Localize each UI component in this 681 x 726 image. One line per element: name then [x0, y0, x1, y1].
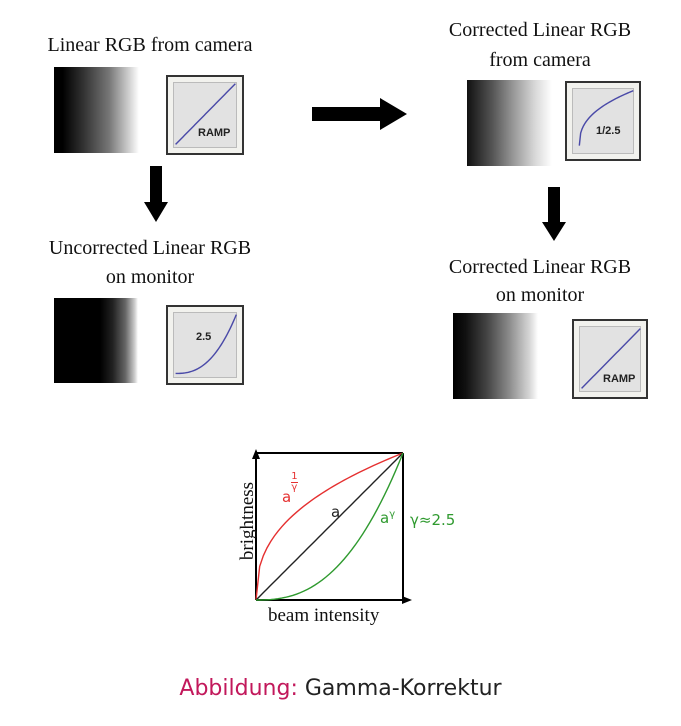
ramp-curve: [175, 83, 236, 145]
down-arrow-right-icon: [542, 187, 566, 241]
gradient-linear-camera: [54, 67, 139, 153]
gamma-value-note: γ≈2.5: [410, 511, 456, 529]
y-axis-label: brightness: [237, 481, 258, 561]
gradient-corrected-camera: [467, 80, 552, 166]
curve-label-gamma: 2.5: [196, 331, 212, 343]
gradient-uncorrected-monitor: [54, 298, 138, 383]
curve-icon-gamma: 2.5: [166, 305, 244, 385]
figure-caption: Abbildung: Gamma-Korrektur: [0, 676, 681, 701]
curve-icon-ramp-bottom: RAMP: [572, 319, 648, 399]
curve-line: [175, 314, 237, 375]
title-linear-rgb-from-camera: Linear RGB from camera: [47, 34, 253, 56]
x-axis-label: beam intensity: [268, 605, 380, 626]
curve-line: [175, 83, 236, 145]
ramp-curve-bottom: [581, 328, 641, 389]
graph-curve-inverse-gamma: [255, 452, 404, 601]
curve-label-ramp: RAMP: [198, 127, 231, 139]
down-arrow-left-icon: [144, 166, 168, 222]
title-uncorrected-line2: on monitor: [105, 266, 195, 288]
curve-icon-inverse-gamma: 1/2.5: [565, 81, 641, 161]
curve-label-inverse-gamma: 1/2.5: [596, 125, 621, 137]
title-corrected-from-camera-line1: Corrected Linear RGB: [448, 19, 632, 41]
right-arrow-icon: [312, 98, 407, 130]
curve-icon-ramp-top: RAMP: [166, 75, 244, 155]
gamma-graph: [252, 449, 412, 604]
title-uncorrected-line1: Uncorrected Linear RGB: [48, 237, 252, 259]
curve-label-gamma-graph: aγ: [380, 509, 396, 527]
title-corrected-monitor-line1: Corrected Linear RGB: [448, 256, 632, 278]
gamma-curve: [175, 314, 237, 375]
caption-text: Gamma-Korrektur: [297, 676, 502, 701]
caption-lead: Abbildung:: [179, 676, 298, 701]
title-corrected-from-camera-line2: from camera: [489, 49, 591, 71]
graph-curve-linear: [255, 452, 404, 601]
graph-curve-gamma: [255, 452, 404, 601]
inverse-gamma-curve: [578, 90, 634, 146]
x-axis-arrowhead: [402, 596, 412, 604]
curve-label-linear-graph: a: [331, 503, 341, 521]
gradient-corrected-monitor: [453, 313, 538, 399]
title-corrected-monitor-line2: on monitor: [495, 284, 585, 306]
curve-label-ramp-bottom: RAMP: [603, 373, 636, 385]
curve-line: [578, 90, 634, 146]
y-axis-arrowhead: [252, 449, 260, 459]
curve-line: [581, 328, 641, 389]
